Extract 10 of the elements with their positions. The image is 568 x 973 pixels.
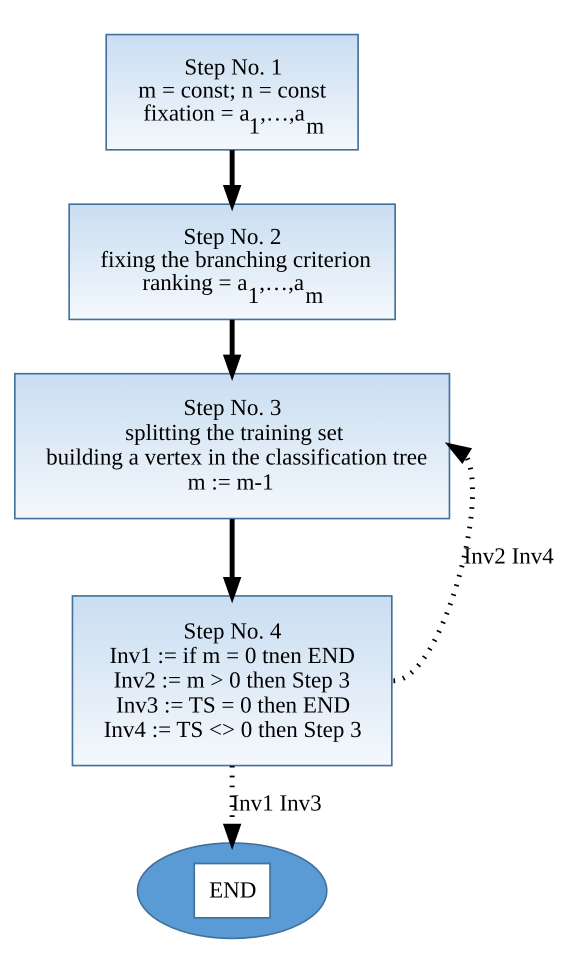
arrow	[222, 766, 242, 850]
node-box: Step No. 4 Inv1 := if m = 0 tnen END Inv2 := m > 0 then Step 3 Inv3 := TS = 0 then END Inv4 := TS <> 0 then Step 3	[72, 595, 393, 766]
edge-label: Inv2 Inv4	[464, 542, 554, 568]
node-ellipse: END	[136, 842, 328, 940]
arrow	[222, 519, 242, 604]
arrow	[222, 150, 242, 212]
node-box: Step No. 3 splitting the training set building a vertex in the classification tree m := m-1	[14, 372, 450, 520]
arrow	[392, 442, 475, 684]
arrow	[222, 320, 242, 382]
edge-label: Inv1 Inv3	[231, 789, 322, 816]
